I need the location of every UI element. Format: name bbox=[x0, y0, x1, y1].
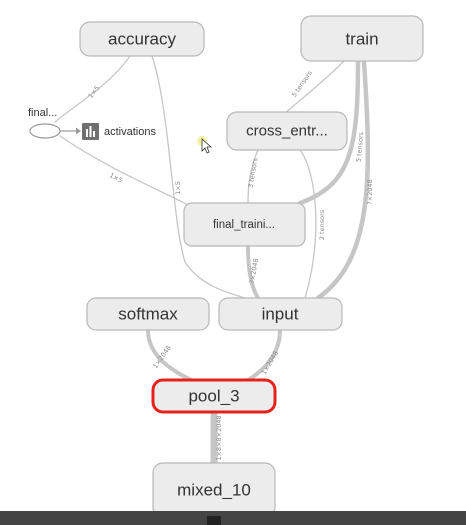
node-label-accuracy: accuracy bbox=[108, 30, 177, 49]
node-softmax[interactable]: softmax bbox=[86, 297, 210, 331]
edge-train-final-training[interactable] bbox=[297, 59, 361, 206]
edge-label-train-final-training: 5 tensors bbox=[355, 131, 366, 162]
bar-chart-icon bbox=[82, 123, 99, 140]
activations-label: activations bbox=[104, 126, 156, 138]
bottom-scroll-bar[interactable] bbox=[0, 511, 466, 525]
node-pool-3[interactable]: pool_3 bbox=[151, 378, 277, 414]
edge-label-cross-entropy-final-training: 3 tensors bbox=[246, 157, 259, 189]
node-mixed-10[interactable]: mixed_10 bbox=[152, 462, 276, 518]
node-label-final-collapsed: final... bbox=[28, 107, 57, 119]
node-accuracy[interactable]: accuracy bbox=[79, 21, 205, 57]
edge-cross-entropy-input[interactable] bbox=[299, 149, 317, 299]
edge-label-train-input: ?×2048 bbox=[366, 179, 374, 204]
node-input[interactable]: input bbox=[218, 297, 343, 331]
node-label-final-training: final_traini... bbox=[213, 219, 275, 231]
edge-accuracy-input[interactable] bbox=[151, 55, 246, 299]
edge-final-training-input[interactable] bbox=[246, 244, 260, 300]
edge-label-accuracy-final: 1×5 bbox=[87, 84, 102, 100]
node-label-train: train bbox=[345, 30, 378, 49]
edge-cross-entropy-final-training[interactable] bbox=[247, 149, 259, 204]
edge-label-pool-mixed: 1×8×8×2048 bbox=[215, 415, 223, 460]
node-train[interactable]: train bbox=[300, 15, 424, 62]
edge-accuracy-final[interactable] bbox=[54, 55, 131, 123]
node-final-training[interactable]: final_traini... bbox=[183, 202, 306, 247]
scroll-handle[interactable] bbox=[207, 516, 221, 525]
node-label-cross-entropy: cross_entr... bbox=[246, 123, 328, 140]
node-label-pool-3: pool_3 bbox=[188, 387, 239, 406]
node-label-mixed-10: mixed_10 bbox=[177, 481, 251, 500]
edge-label-input-pool: 1×2048 bbox=[260, 350, 280, 377]
edge-train-input[interactable] bbox=[315, 59, 371, 301]
node-label-softmax: softmax bbox=[118, 305, 178, 324]
edge-label-accuracy-input: 1×5 bbox=[174, 181, 182, 195]
edge-softmax-pool[interactable] bbox=[146, 328, 197, 384]
arrow-cursor-icon bbox=[197, 136, 213, 154]
node-label-input: input bbox=[262, 305, 299, 324]
activations-summary[interactable]: activations bbox=[60, 123, 156, 140]
edge-label-cross-entropy-input: 2 tensors bbox=[318, 209, 326, 240]
edge-train-cross-entropy[interactable] bbox=[284, 59, 346, 114]
edge-final-final-training[interactable] bbox=[59, 135, 189, 206]
edge-label-final-final-training: 1×5 bbox=[108, 171, 124, 185]
node-cross-entropy[interactable]: cross_entr... bbox=[226, 111, 348, 151]
edge-label-train-cross-entropy: 5 tensors bbox=[290, 69, 314, 99]
